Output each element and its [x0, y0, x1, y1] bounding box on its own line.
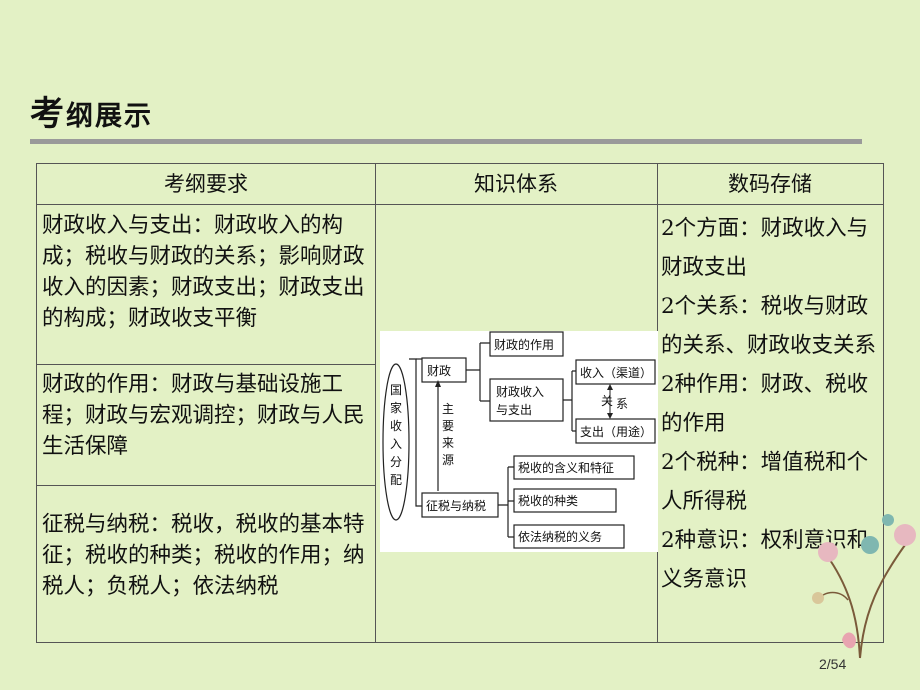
page-number: 2/54 [819, 656, 847, 672]
storage-item: 2个关系：税收与财政的关系、财政收支关系 [661, 294, 877, 358]
laiyuan-char: 要 [442, 419, 454, 433]
root-char: 家 [390, 400, 402, 415]
requirement-1: 财政收入与支出：财政收入的构成；税收与财政的关系；影响财政收入的因素；财政支出；… [42, 213, 365, 331]
storage-item: 2种作用：财政、税收的作用 [661, 372, 869, 436]
laiyuan-char: 主 [442, 402, 454, 416]
heading-rule [30, 139, 862, 144]
root-char: 配 [390, 473, 402, 487]
root-char: 分 [390, 455, 402, 469]
hanyi-box [513, 455, 635, 480]
root-ellipse [382, 363, 410, 521]
zhonglei-label: 税收的种类 [518, 493, 578, 508]
requirement-2: 财政的作用：财政与基础设施工程；财政与宏观调控；财政与人民生活保障 [42, 372, 365, 459]
knowledge-diagram: 国 家 收 入 分 配 财政 主 要 来 源 财政的作用 财政收入 与支出 收入… [380, 331, 658, 552]
header-knowledge: 知识体系 [375, 164, 657, 205]
heading-rest: 纲展示 [66, 101, 153, 132]
guanxi-char: 系 [616, 397, 628, 411]
zuoyong-box [489, 331, 564, 357]
header-storage: 数码存储 [657, 164, 883, 205]
storage-item: 2个方面：财政收入与财政支出 [661, 216, 869, 280]
zhichu-box [575, 418, 656, 444]
hanyi-label: 税收的含义和特征 [518, 460, 614, 475]
shouzhi-label-2: 与支出 [496, 403, 532, 417]
laiyuan-char: 源 [442, 453, 454, 467]
column-divider [375, 164, 376, 642]
header-requirements: 考纲要求 [37, 164, 375, 205]
row-divider [37, 364, 375, 365]
storage-item: 2个税种：增值税和个人所得税 [661, 450, 869, 514]
outline-table: 考纲要求 知识体系 数码存储 财政收入与支出：财政收入的构成；税收与财政的关系；… [36, 163, 884, 643]
storage-list: 2个方面：财政收入与财政支出 2个关系：税收与财政的关系、财政收支关系 2种作用… [661, 209, 883, 599]
zhengshui-label: 征税与纳税 [426, 499, 486, 513]
guanxi-char: 关 [601, 394, 613, 408]
yiwu-label: 依法纳税的义务 [518, 529, 602, 544]
zhonglei-box [513, 488, 617, 513]
root-char: 收 [390, 419, 402, 433]
shouzhi-label-1: 财政收入 [496, 385, 544, 399]
zhichu-label: 支出（用途） [580, 424, 652, 439]
caizheng-label: 财政 [427, 364, 451, 378]
storage-item: 2种意识：权利意识和义务意识 [661, 528, 869, 592]
zuoyong-label: 财政的作用 [494, 337, 554, 352]
root-label: 国 家 收 入 分 配 [390, 383, 402, 487]
heading-first-char: 考 [30, 94, 66, 134]
yiwu-box [513, 524, 625, 549]
shouru-label: 收入（渠道） [580, 366, 652, 380]
shouru-box [575, 359, 656, 385]
root-char: 国 [390, 383, 402, 397]
root-char: 入 [390, 437, 402, 451]
laiyuan-char: 来 [442, 436, 454, 450]
row-divider [37, 485, 375, 486]
requirement-3: 征税与纳税：税收，税收的基本特征；税收的种类；税收的作用；纳税人；负税人；依法纳… [42, 512, 365, 599]
section-heading: 考纲展示 [30, 86, 153, 135]
flower-decoration-icon [812, 514, 916, 659]
